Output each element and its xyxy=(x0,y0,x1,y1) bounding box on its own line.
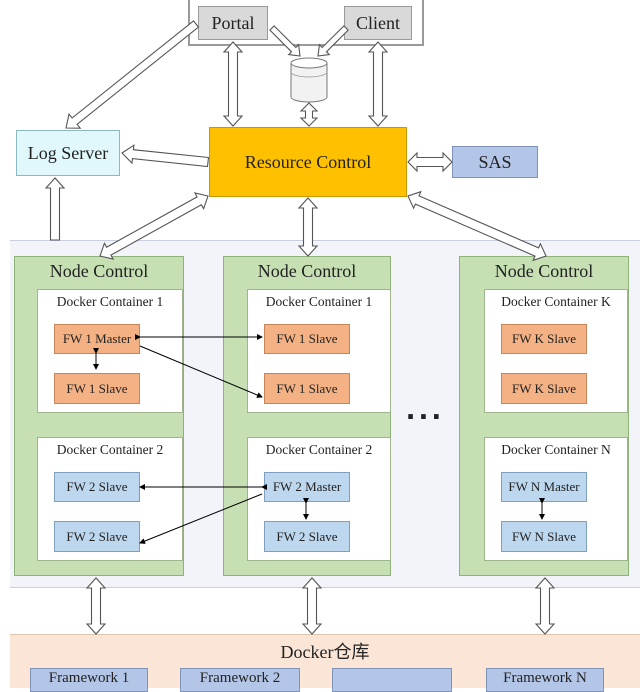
node-control-title: Node Control xyxy=(257,260,357,281)
client-label: Client xyxy=(356,12,400,33)
framework-box xyxy=(332,668,452,692)
portal-label: Portal xyxy=(211,12,255,33)
resource-control-box: Resource Control xyxy=(209,127,407,197)
docker-repo-title: Docker仓库 xyxy=(280,642,370,662)
docker-container-title: Docker Container K xyxy=(501,294,611,309)
docker-container: Docker Container N FW N Master FW N Slav… xyxy=(484,437,628,561)
database-icon xyxy=(290,57,328,103)
docker-container: Docker Container 1 FW 1 Master FW 1 Slav… xyxy=(37,289,183,413)
docker-container-title: Docker Container 2 xyxy=(56,442,164,457)
node-control-2: Node Control Docker Container 1 FW 1 Sla… xyxy=(223,256,391,576)
sas-label: SAS xyxy=(478,151,512,172)
fw-box: FW 1 Slave xyxy=(54,373,140,404)
block-arrow xyxy=(367,41,389,127)
block-arrow xyxy=(121,144,210,168)
docker-container-title: Docker Container N xyxy=(501,442,611,457)
log-server-box: Log Server xyxy=(16,130,120,176)
docker-container-title: Docker Container 2 xyxy=(265,442,373,457)
node-control-3: Node Control Docker Container K FW K Sla… xyxy=(459,256,629,576)
docker-container: Docker Container 1 FW 1 Slave FW 1 Slave xyxy=(247,289,391,413)
docker-container: Docker Container 2 FW 2 Master FW 2 Slav… xyxy=(247,437,391,561)
docker-container-title: Docker Container 1 xyxy=(56,294,164,309)
block-arrow xyxy=(407,151,453,173)
block-arrow xyxy=(222,41,244,127)
framework-box: Framework 1 xyxy=(30,668,148,692)
fw-box: FW N Slave xyxy=(501,521,587,552)
resource-control-label: Resource Control xyxy=(244,151,372,172)
fw-box: FW 1 Slave xyxy=(264,324,350,354)
node-control-title: Node Control xyxy=(49,260,149,281)
block-arrow xyxy=(299,102,319,127)
block-arrow xyxy=(44,177,66,241)
docker-container-title: Docker Container 1 xyxy=(265,294,373,309)
fw-box: FW K Slave xyxy=(501,373,587,404)
ellipsis: ... xyxy=(405,396,445,426)
framework-box: Framework 2 xyxy=(180,668,300,692)
fw-box: FW 2 Master xyxy=(264,472,350,502)
docker-container: Docker Container K FW K Slave FW K Slave xyxy=(484,289,628,413)
sas-box: SAS xyxy=(452,146,538,178)
fw-box: FW K Slave xyxy=(501,324,587,354)
block-arrow xyxy=(65,20,200,129)
fw-box: FW 1 Master xyxy=(54,324,140,354)
portal-box: Portal xyxy=(198,6,268,40)
log-server-label: Log Server xyxy=(27,142,109,163)
fw-box: FW 1 Slave xyxy=(264,373,350,404)
node-control-1: Node Control Docker Container 1 FW 1 Mas… xyxy=(14,256,184,576)
docker-container: Docker Container 2 FW 2 Slave FW 2 Slave xyxy=(37,437,183,561)
fw-box: FW 2 Slave xyxy=(54,472,140,502)
node-control-title: Node Control xyxy=(494,260,594,281)
fw-box: FW 2 Slave xyxy=(54,521,140,552)
framework-box: Framework N xyxy=(486,668,604,692)
fw-box: FW 2 Slave xyxy=(264,521,350,552)
client-box: Client xyxy=(344,6,412,40)
fw-box: FW N Master xyxy=(501,472,587,502)
